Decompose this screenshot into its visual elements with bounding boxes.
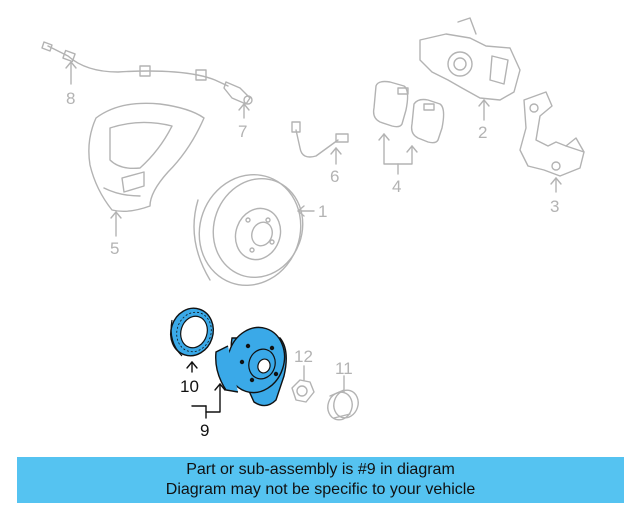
- callout-2: 2: [478, 123, 487, 142]
- callout-5: 5: [110, 239, 119, 258]
- abs-sensor-wire: [41, 41, 253, 105]
- callout-10: 10: [180, 377, 199, 396]
- diagram-note-banner: Part or sub-assembly is #9 in diagram Di…: [17, 457, 624, 503]
- callout-9: 9: [200, 421, 209, 440]
- highlight-leader-lines: [186, 361, 226, 419]
- banner-line-1: Part or sub-assembly is #9 in diagram: [186, 461, 455, 478]
- callout-1: 1: [318, 202, 327, 221]
- callout-6: 6: [330, 167, 339, 186]
- callout-12: 12: [294, 347, 313, 366]
- brake-caliper: [419, 17, 521, 101]
- callout-11: 11: [335, 359, 353, 378]
- callout-8: 8: [66, 89, 75, 108]
- callout-3: 3: [550, 197, 559, 216]
- callout-4: 4: [392, 177, 401, 196]
- callout-7: 7: [238, 122, 247, 141]
- dust-cap: [327, 389, 359, 421]
- dust-shield: [88, 102, 205, 213]
- wheel-hub-assembly: [215, 326, 287, 407]
- brake-hose: [291, 121, 349, 158]
- parts-diagram: .ln { fill:none; stroke:#b3b3b3; stroke-…: [41, 17, 585, 440]
- caliper-bracket: [519, 91, 585, 177]
- brake-pads: [372, 80, 445, 144]
- brake-rotor: [193, 173, 304, 287]
- leader-lines: [65, 61, 562, 393]
- axle-nut: [291, 379, 315, 403]
- banner-line-2: Diagram may not be specific to your vehi…: [165, 481, 476, 498]
- abs-tone-ring: [169, 307, 215, 357]
- callout-numbers: 8 7 6 2 3 4 5 1 12 11 10 9: [66, 89, 559, 440]
